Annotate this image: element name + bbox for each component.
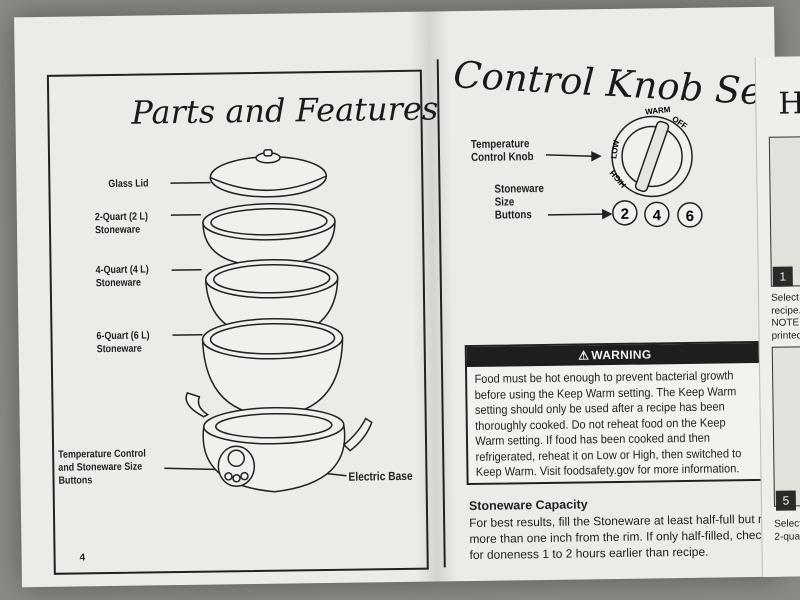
step-1-number: 1 xyxy=(772,266,793,287)
size-button-6: 6 xyxy=(686,208,695,225)
manual-spread: Parts and Features Glass Lid 2-Quart (2 … xyxy=(14,6,800,588)
step-1-illustration xyxy=(768,135,800,287)
capacity-heading: Stoneware Capacity xyxy=(468,497,588,514)
step-5-text: Select de 2-quart (2 xyxy=(774,518,800,543)
slow-cooker-illustration xyxy=(164,149,373,493)
step-1-text: Select st recipe. NOTE: T printed o xyxy=(770,292,800,342)
step-5-illustration xyxy=(771,345,800,507)
size-button-2: 2 xyxy=(621,206,630,223)
knob-mark-low: LOW xyxy=(609,139,621,159)
warning-text: Food must be hot enough to prevent bacte… xyxy=(474,368,742,479)
size-button-4: 4 xyxy=(653,207,662,224)
next-page-edge: Ho 1 Select st recipe. NOTE: T printed o… xyxy=(754,55,800,577)
control-knob-diagram: OFF WARM LOW HIGH 2 4 6 xyxy=(546,105,703,228)
warning-box: ⚠WARNING Food must be hot enough to prev… xyxy=(464,340,767,486)
parts-and-features-page: Parts and Features Glass Lid 2-Quart (2 … xyxy=(46,69,438,575)
next-page-title: Ho xyxy=(778,86,800,122)
warning-heading-text: WARNING xyxy=(591,347,652,363)
knob-mark-warm: WARM xyxy=(645,105,671,117)
step-5-number: 5 xyxy=(775,490,797,511)
capacity-text: For best results, fill the Stoneware at … xyxy=(469,512,770,563)
warning-triangle-icon: ⚠ xyxy=(578,348,590,363)
